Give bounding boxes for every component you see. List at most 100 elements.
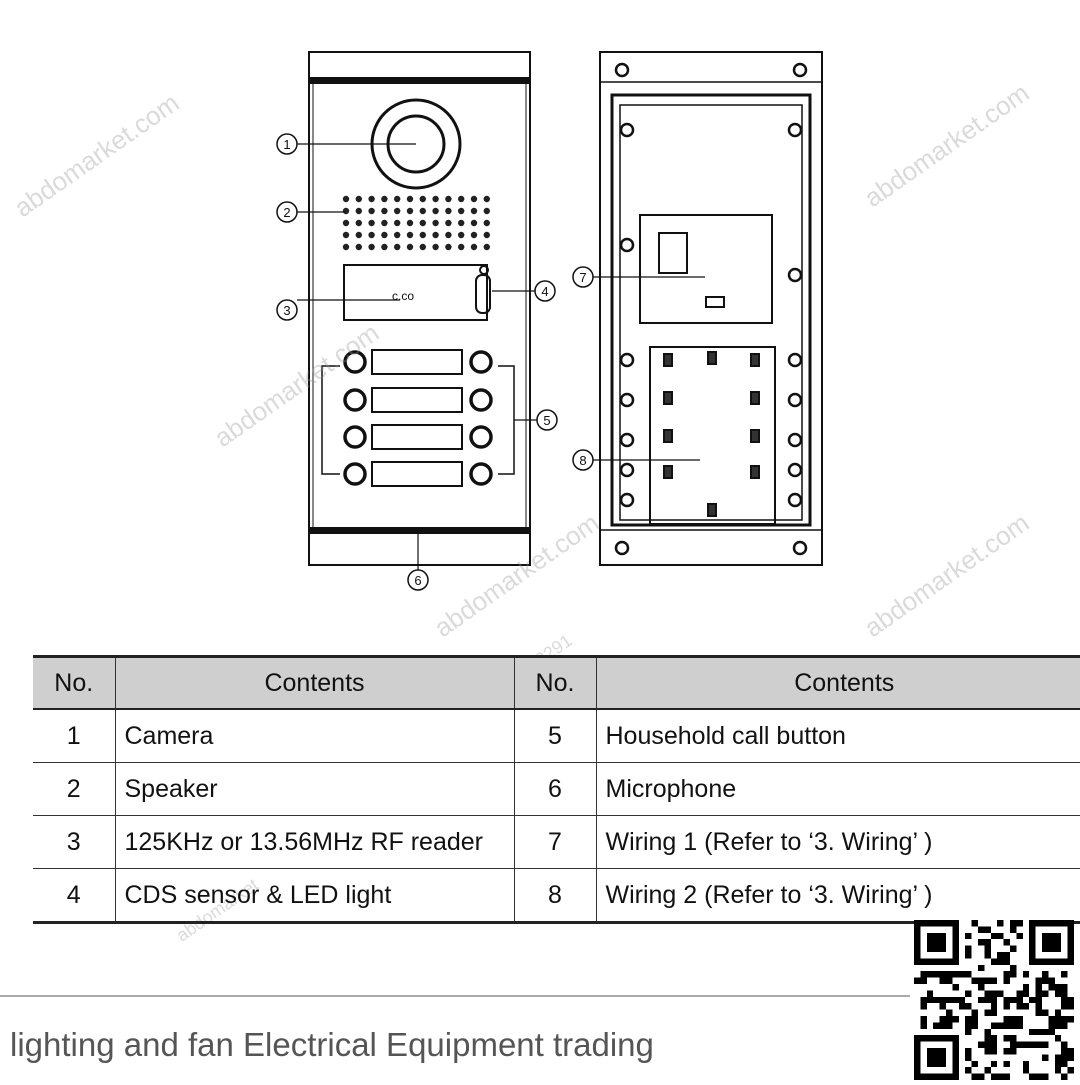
speaker-hole: [470, 219, 478, 227]
footer-divider: [0, 995, 910, 997]
clip: [750, 353, 760, 367]
speaker-hole: [470, 231, 478, 239]
speaker-hole: [445, 207, 452, 215]
rf-reader: c.co: [343, 264, 491, 321]
call-button: [343, 462, 367, 486]
item-content: 125KHz or 13.56MHz RF reader: [114, 815, 515, 869]
callout-circle: [572, 266, 594, 288]
callout-number: 4: [541, 284, 548, 299]
screw: [792, 540, 808, 556]
screw: [787, 267, 803, 283]
speaker-hole: [445, 243, 452, 251]
speaker-hole: [419, 219, 426, 227]
screw: [787, 392, 803, 408]
clip: [707, 351, 717, 365]
callout-number: 2: [283, 205, 290, 220]
clip: [663, 353, 673, 367]
speaker-hole: [355, 195, 362, 203]
screw: [787, 122, 803, 138]
call-button: [343, 350, 367, 374]
screw: [787, 462, 803, 478]
speaker-hole: [368, 207, 375, 215]
speaker-hole: [355, 207, 362, 215]
footer-tagline: lighting and fan Electrical Equipment tr…: [10, 1026, 654, 1063]
speaker-hole: [406, 231, 414, 239]
name-plate: [371, 349, 463, 375]
speaker-hole: [406, 207, 414, 215]
speaker-hole: [458, 219, 465, 227]
clip: [663, 465, 673, 479]
header-contents: Contents: [114, 655, 515, 710]
screw: [619, 492, 635, 508]
item-content: CDS sensor & LED light: [114, 868, 515, 924]
callout-number: 3: [283, 303, 290, 318]
speaker-grille: [342, 195, 490, 251]
speaker-hole: [432, 195, 439, 203]
speaker-hole: [432, 231, 439, 239]
speaker-hole: [483, 243, 490, 251]
speaker-hole: [394, 243, 401, 251]
qr-code[interactable]: [913, 920, 1075, 1080]
speaker-hole: [368, 195, 375, 203]
speaker-hole: [368, 219, 375, 227]
item-no: 6: [513, 762, 597, 816]
speaker-hole: [342, 195, 350, 203]
item-content: Wiring 1 (Refer to ‘3. Wiring’ ): [595, 815, 1080, 869]
speaker-hole: [394, 231, 401, 239]
callout-number: 6: [414, 573, 421, 588]
table-row: 2 Speaker 6 Microphone: [33, 762, 1080, 816]
callout-number: 1: [283, 137, 290, 152]
item-no: 1: [33, 708, 116, 763]
screw: [787, 492, 803, 508]
clip: [750, 429, 760, 443]
speaker-hole: [483, 207, 490, 215]
speaker-hole: [432, 207, 439, 215]
rf-logo: c.co: [392, 289, 414, 303]
call-buttons: [343, 349, 493, 487]
speaker-hole: [342, 231, 350, 239]
callout-circle: [407, 569, 429, 591]
speaker-hole: [368, 231, 375, 239]
item-content: Microphone: [595, 762, 1080, 816]
speaker-hole: [445, 219, 452, 227]
speaker-hole: [445, 231, 452, 239]
speaker-hole: [483, 231, 490, 239]
callout-circle: [276, 299, 298, 321]
name-plate: [371, 461, 463, 487]
wiring-board-2: [649, 346, 776, 525]
table-header: No. Contents No. Contents: [33, 655, 1080, 710]
speaker-hole: [458, 243, 465, 251]
callout-number: 5: [543, 413, 550, 428]
speaker-hole: [419, 231, 426, 239]
speaker-hole: [381, 243, 388, 251]
back-panel: [599, 51, 823, 566]
name-plate: [371, 387, 463, 413]
callout-circle: [536, 409, 558, 431]
screw: [614, 62, 630, 78]
call-button: [469, 425, 493, 449]
speaker-hole: [458, 207, 465, 215]
front-panel: c.co: [308, 51, 531, 570]
item-content: Wiring 2 (Refer to ‘3. Wiring’ ): [595, 868, 1080, 924]
speaker-hole: [394, 219, 401, 227]
screw: [787, 352, 803, 368]
speaker-hole: [458, 195, 465, 203]
speaker-hole: [394, 195, 401, 203]
speaker-hole: [432, 219, 439, 227]
call-button: [343, 425, 367, 449]
speaker-hole: [470, 207, 478, 215]
callout-circle: [276, 133, 298, 155]
callout-number: 7: [579, 270, 586, 285]
speaker-hole: [419, 195, 426, 203]
wiring-board-1: [639, 214, 773, 324]
screw: [619, 237, 635, 253]
speaker-hole: [432, 243, 439, 251]
table-row: 4 CDS sensor & LED light 8 Wiring 2 (Ref…: [33, 868, 1080, 924]
screw: [792, 62, 808, 78]
speaker-hole: [419, 207, 426, 215]
speaker-hole: [470, 195, 478, 203]
speaker-hole: [381, 231, 388, 239]
item-content: Household call button: [595, 708, 1080, 763]
speaker-hole: [381, 207, 388, 215]
